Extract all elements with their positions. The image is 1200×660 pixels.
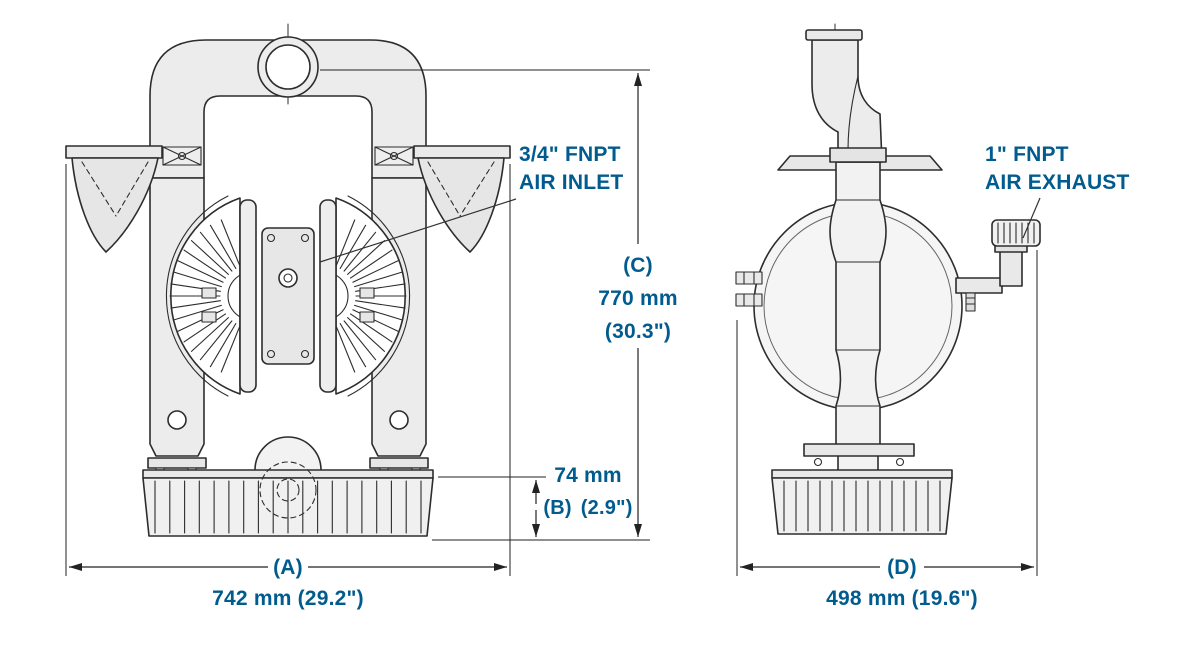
exhaust-nipple: [955, 277, 1003, 294]
right-bolt-hole: [389, 410, 409, 430]
air-inlet-callout: 3/4" FNPT AIR INLET: [519, 141, 623, 197]
dim-b-label: (B): [543, 497, 572, 519]
dim-b-inches: (2.9"): [580, 497, 633, 519]
left-dome-ribs: [169, 219, 241, 373]
right-wing-gusset: [417, 157, 505, 253]
dim-c-inches: (30.3"): [604, 320, 672, 343]
left-band: [239, 199, 257, 393]
air-inlet-port-center: [283, 273, 293, 283]
air-inlet-port: [278, 268, 298, 288]
air-inlet-label: AIR INLET: [519, 171, 624, 194]
muffler-ribs: [997, 222, 1035, 244]
base-side: [771, 477, 953, 535]
air-exhaust-label: AIR EXHAUST: [985, 171, 1130, 194]
base-front-fins: [154, 480, 422, 534]
left-wing-plate: [65, 145, 163, 159]
pump-side-view: [735, 23, 1041, 535]
hidden-port-circle: [259, 461, 317, 519]
air-inlet-size: 3/4" FNPT: [519, 143, 621, 166]
side-foot-plate: [803, 443, 915, 457]
right-wing-plate: [413, 145, 511, 159]
top-manifold: [149, 39, 427, 179]
dim-d-value: 498 mm (19.6"): [826, 587, 978, 610]
right-clamp-band-arc: [347, 195, 411, 397]
side-pipe: [829, 161, 887, 449]
dim-a-value: 742 mm (29.2"): [212, 587, 364, 610]
air-exhaust-callout: 1" FNPT AIR EXHAUST: [985, 141, 1130, 197]
discharge-elbow: [811, 39, 883, 163]
right-dome-ribs: [335, 219, 407, 373]
base-flange-front: [142, 469, 434, 479]
top-port-inner: [265, 44, 311, 90]
leader-air-exhaust: [1022, 197, 1041, 239]
hidden-port-circle-inner: [276, 478, 300, 502]
base-flange-side: [771, 469, 953, 479]
dimension-annotations: [65, 69, 1041, 576]
base-center-hump: [254, 436, 322, 471]
left-wing-gusset: [71, 157, 159, 253]
center-valve-block: [261, 227, 315, 365]
dim-c-mm: 770 mm: [598, 287, 678, 310]
dim-a-label: (A): [273, 556, 303, 579]
left-clamp-band-arc: [165, 195, 229, 397]
elbow-flange: [805, 29, 863, 41]
exhaust-riser: [999, 247, 1023, 287]
exhaust-stud: [965, 292, 976, 312]
pump-front-view: [65, 23, 511, 537]
dim-b-callout: (B) (2.9"): [543, 494, 632, 522]
elbow-collar: [829, 147, 887, 163]
band-clamp-bolt: [735, 293, 763, 307]
left-bolt-hole: [167, 410, 187, 430]
base-side-fins: [783, 480, 941, 532]
dim-c-label: (C): [623, 254, 653, 277]
dim-c-callout: (C) 770 mm (30.3"): [598, 249, 677, 348]
right-band: [319, 199, 337, 393]
left-foot: [147, 457, 207, 469]
right-foot: [369, 457, 429, 469]
band-clamp-bolt: [735, 271, 763, 285]
dim-b-mm: 74 mm: [554, 464, 622, 487]
dim-d-label: (D): [887, 556, 917, 579]
leader-air-inlet: [319, 198, 517, 263]
air-exhaust-size: 1" FNPT: [985, 143, 1069, 166]
